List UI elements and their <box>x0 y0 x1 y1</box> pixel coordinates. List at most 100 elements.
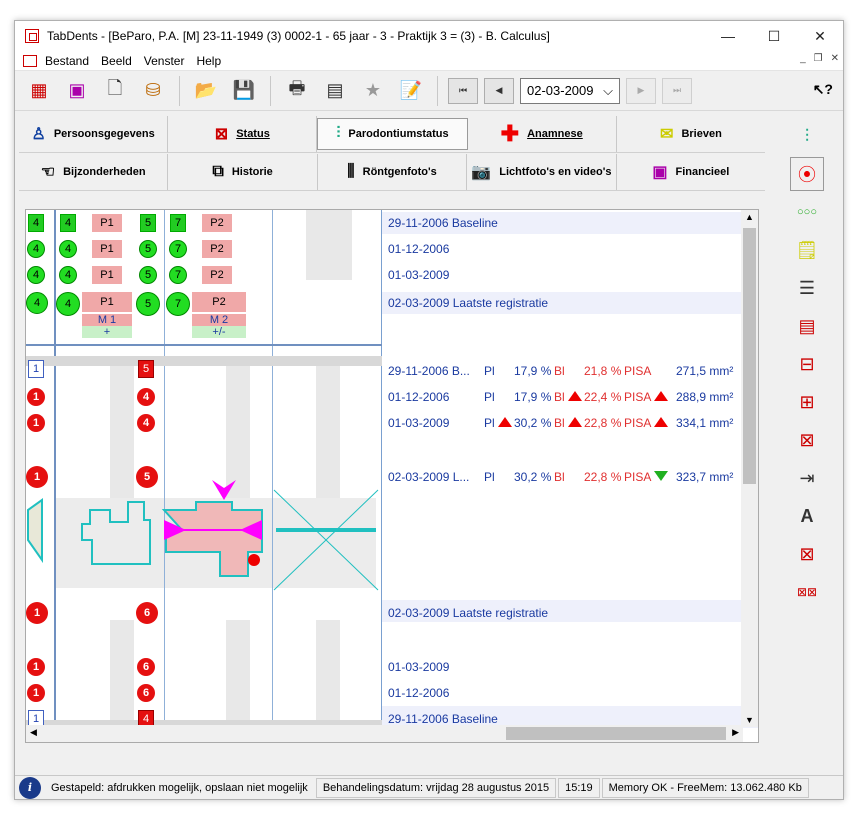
scroll-thumb[interactable] <box>506 727 726 740</box>
tooth-score-cell[interactable]: 1 <box>28 360 44 378</box>
tooth-score-cell[interactable]: 4 <box>26 292 48 314</box>
dots-grid-icon[interactable]: ○○○ <box>797 206 817 218</box>
horizontal-scrollbar[interactable]: ◀ ▶ <box>26 725 743 742</box>
scroll-down-icon[interactable]: ▼ <box>745 715 754 725</box>
star-icon[interactable]: ★ <box>364 80 382 100</box>
tooth-score-cell[interactable]: 4 <box>59 240 77 258</box>
tab-historie[interactable]: ⧉Historie <box>168 153 318 190</box>
multi-box-icon[interactable]: ⊠⊠ <box>796 585 818 599</box>
furcation-cell[interactable]: +/- <box>192 326 246 338</box>
patient-cards-icon[interactable]: ⛁ <box>145 80 161 100</box>
next-record-button[interactable]: ▶ <box>626 77 656 104</box>
pocket-cell[interactable]: P1 <box>82 292 132 312</box>
notes-icon[interactable]: 🗒 <box>795 239 819 260</box>
tooth-score-cell[interactable]: 1 <box>27 658 45 676</box>
tab-lichtfotos[interactable]: 📷Lichtfoto's en video's <box>467 153 617 190</box>
open-folder-icon[interactable]: 📂 <box>194 80 218 100</box>
date-select[interactable]: 02-03-2009⌵ <box>520 77 620 104</box>
row-label[interactable]: 01-03-2009 <box>388 268 450 282</box>
menu-venster[interactable]: Venster <box>143 53 185 68</box>
tooth-score-cell[interactable]: 7 <box>170 214 186 232</box>
tooth-score-cell[interactable]: 4 <box>56 292 80 316</box>
font-size-icon[interactable]: A <box>800 505 814 526</box>
tooth-score-cell[interactable]: 5 <box>136 292 160 316</box>
list-chart-icon[interactable]: ▤ <box>798 315 816 336</box>
row-label[interactable]: 02-03-2009 Laatste registratie <box>388 606 549 620</box>
pocket-cell[interactable]: P1 <box>92 240 122 258</box>
maximize-button[interactable]: ☐ <box>767 27 781 44</box>
box-view-icon[interactable]: ⊠ <box>799 429 815 450</box>
tooth-score-cell[interactable]: 5 <box>140 214 156 232</box>
tooth-score-cell[interactable]: 6 <box>137 658 155 676</box>
tooth-score-cell[interactable]: 4 <box>137 388 155 406</box>
chart-grid-icon[interactable]: ▦ <box>30 80 48 100</box>
mdi-restore-icon[interactable]: ❐ <box>813 53 823 64</box>
note-icon[interactable]: 📝 <box>399 80 423 100</box>
menu-bestand[interactable]: Bestand <box>45 53 90 68</box>
tooth-score-cell[interactable]: 1 <box>27 388 45 406</box>
tooth-score-cell[interactable]: 7 <box>166 292 190 316</box>
split-view-icon[interactable]: ⊟ <box>799 353 815 374</box>
mdi-icon[interactable] <box>23 54 37 67</box>
mobility-cell[interactable]: M 2 <box>192 314 246 326</box>
tooth-score-cell[interactable]: 5 <box>138 360 154 378</box>
context-help-icon[interactable]: ↖? <box>812 81 833 97</box>
zoom-chart-icon[interactable]: ⊠ <box>799 543 815 564</box>
minimize-button[interactable]: — <box>721 28 735 44</box>
tooth-score-cell[interactable]: 4 <box>28 214 44 232</box>
row-label[interactable]: 29-11-2006 Baseline <box>388 712 498 726</box>
row-label[interactable]: 01-12-2006 <box>388 242 450 256</box>
furcation-cell[interactable]: + <box>82 326 132 338</box>
tab-anamnese[interactable]: ✚Anamnese <box>468 115 617 152</box>
tab-status[interactable]: ⊠Status <box>168 115 318 152</box>
pocket-cell[interactable]: P2 <box>192 292 246 312</box>
mdi-close-icon[interactable]: ✕ <box>830 53 839 64</box>
card-icon[interactable]: ▤ <box>326 80 344 100</box>
table-view-icon[interactable]: ⊞ <box>799 391 815 412</box>
tooth-score-cell[interactable]: 4 <box>60 214 76 232</box>
print-icon[interactable]: 🖶 <box>288 77 306 98</box>
tooth-score-cell[interactable]: 4 <box>27 240 45 258</box>
tooth-score-cell[interactable]: 6 <box>137 684 155 702</box>
pocket-cell[interactable]: P1 <box>92 214 122 232</box>
tooth-score-cell[interactable]: 1 <box>27 684 45 702</box>
row-label[interactable]: 29-11-2006 Baseline <box>388 216 498 230</box>
tooth-score-cell[interactable]: 7 <box>169 240 187 258</box>
scroll-up-icon[interactable]: ▲ <box>745 212 754 222</box>
tooth-score-cell[interactable]: 1 <box>26 466 48 488</box>
tab-persoonsgegevens[interactable]: ♙Persoonsgegevens <box>19 115 169 152</box>
tooth-score-cell[interactable]: 5 <box>139 266 157 284</box>
last-record-button[interactable]: ⏭ <box>662 77 692 104</box>
scroll-left-icon[interactable]: ◀ <box>30 727 37 737</box>
pocket-cell[interactable]: P2 <box>202 214 232 232</box>
tooth-score-cell[interactable]: 4 <box>137 414 155 432</box>
tooth-score-cell[interactable]: 4 <box>59 266 77 284</box>
tab-rontgenfotos[interactable]: ⫼Röntgenfoto's <box>318 153 468 190</box>
tooth-score-cell[interactable]: 5 <box>139 240 157 258</box>
pocket-cell[interactable]: P1 <box>92 266 122 284</box>
new-document-icon[interactable]: 🗋 <box>107 77 123 98</box>
mdi-minimize-icon[interactable]: _ <box>800 53 806 64</box>
list-view-icon[interactable]: ☰ <box>798 277 816 298</box>
scroll-right-icon[interactable]: ▶ <box>732 727 739 737</box>
scroll-thumb[interactable] <box>743 228 756 484</box>
jump-end-icon[interactable]: ⇥ <box>799 467 815 488</box>
tab-financieel[interactable]: ▣Financieel <box>652 163 730 181</box>
perio-chart-icon[interactable]: ⫶ <box>804 125 810 146</box>
row-label[interactable]: 01-03-2009 <box>388 660 450 674</box>
film-icon[interactable]: ▣ <box>68 80 86 100</box>
tooth-score-cell[interactable]: 7 <box>169 266 187 284</box>
row-label[interactable]: 01-12-2006 <box>388 686 450 700</box>
menu-help[interactable]: Help <box>196 53 222 68</box>
tooth-score-cell[interactable]: 5 <box>136 466 158 488</box>
circles-icon[interactable]: ⦿ <box>790 157 824 191</box>
tab-brieven[interactable]: ✉Brieven <box>660 125 722 143</box>
pocket-cell[interactable]: P2 <box>202 266 232 284</box>
first-record-button[interactable]: ⏮ <box>448 77 478 104</box>
mobility-cell[interactable]: M 1 <box>82 314 132 326</box>
tooth-score-cell[interactable]: 1 <box>27 414 45 432</box>
tooth-score-cell[interactable]: 4 <box>27 266 45 284</box>
